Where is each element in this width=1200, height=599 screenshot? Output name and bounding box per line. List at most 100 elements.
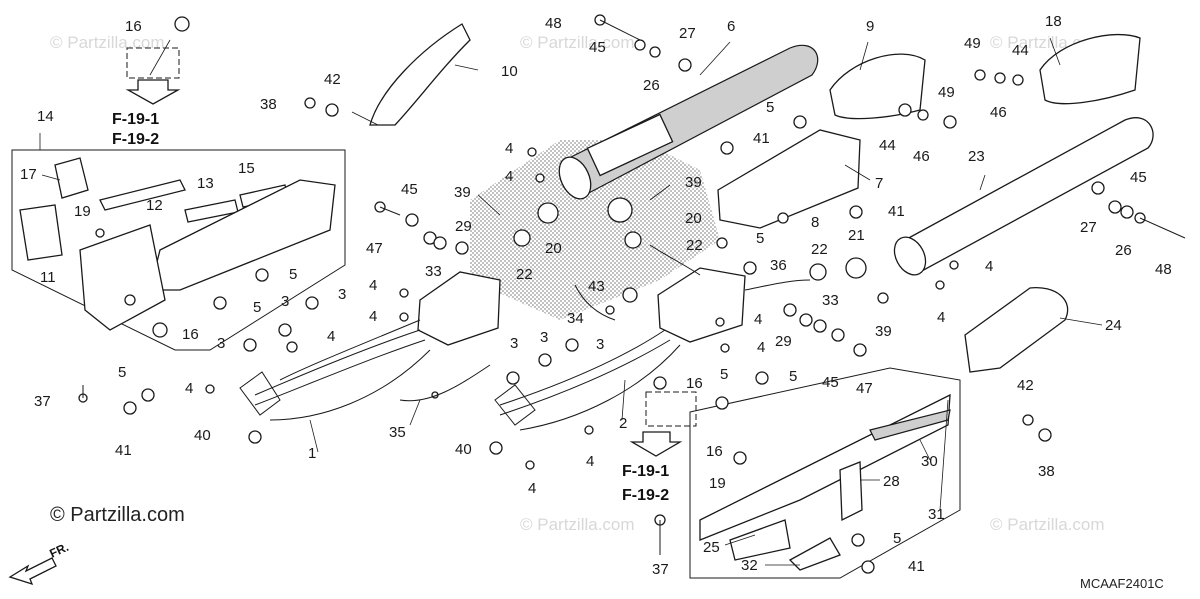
- callout-46[interactable]: 46: [913, 148, 930, 165]
- callout-4[interactable]: 4: [586, 453, 594, 470]
- callout-5[interactable]: 5: [118, 364, 126, 381]
- callout-47[interactable]: 47: [366, 240, 383, 257]
- callout-29[interactable]: 29: [455, 218, 472, 235]
- callout-4[interactable]: 4: [369, 308, 377, 325]
- callout-5[interactable]: 5: [253, 299, 261, 316]
- callout-16[interactable]: 16: [182, 326, 199, 343]
- callout-20[interactable]: 20: [545, 240, 562, 257]
- callout-3[interactable]: 3: [217, 335, 225, 352]
- callout-16[interactable]: 16: [686, 375, 703, 392]
- callout-42[interactable]: 42: [324, 71, 341, 88]
- callout-6[interactable]: 6: [727, 18, 735, 35]
- callout-39[interactable]: 39: [454, 184, 471, 201]
- callout-37[interactable]: 37: [34, 393, 51, 410]
- callout-19[interactable]: 19: [709, 475, 726, 492]
- reference-f19-2-top[interactable]: F-19-2: [112, 131, 159, 148]
- callout-4[interactable]: 4: [327, 328, 335, 345]
- callout-5[interactable]: 5: [766, 99, 774, 116]
- callout-8[interactable]: 8: [811, 214, 819, 231]
- callout-4[interactable]: 4: [505, 168, 513, 185]
- callout-28[interactable]: 28: [883, 473, 900, 490]
- callout-3[interactable]: 3: [510, 335, 518, 352]
- callout-29[interactable]: 29: [775, 333, 792, 350]
- callout-45[interactable]: 45: [1130, 169, 1147, 186]
- callout-4[interactable]: 4: [528, 480, 536, 497]
- callout-5[interactable]: 5: [720, 366, 728, 383]
- callout-48[interactable]: 48: [1155, 261, 1172, 278]
- callout-37[interactable]: 37: [652, 561, 669, 578]
- callout-5[interactable]: 5: [789, 368, 797, 385]
- callout-3[interactable]: 3: [596, 336, 604, 353]
- callout-5[interactable]: 5: [756, 230, 764, 247]
- callout-9[interactable]: 9: [866, 18, 874, 35]
- callout-45[interactable]: 45: [589, 39, 606, 56]
- callout-10[interactable]: 10: [501, 63, 518, 80]
- callout-3[interactable]: 3: [338, 286, 346, 303]
- callout-42[interactable]: 42: [1017, 377, 1034, 394]
- reference-bottom[interactable]: F-19-1 F-19-2: [622, 391, 697, 504]
- callout-26[interactable]: 26: [1115, 242, 1132, 259]
- callout-7[interactable]: 7: [875, 175, 883, 192]
- callout-27[interactable]: 27: [679, 25, 696, 42]
- callout-31[interactable]: 31: [928, 506, 945, 523]
- callout-41[interactable]: 41: [888, 203, 905, 220]
- callout-4[interactable]: 4: [754, 311, 762, 328]
- callout-32[interactable]: 32: [741, 557, 758, 574]
- callout-27[interactable]: 27: [1080, 219, 1097, 236]
- callout-24[interactable]: 24: [1105, 317, 1122, 334]
- callout-39[interactable]: 39: [685, 174, 702, 191]
- reference-f19-1-top[interactable]: F-19-1: [112, 111, 159, 128]
- callout-41[interactable]: 41: [753, 130, 770, 147]
- callout-16[interactable]: 16: [125, 18, 142, 35]
- callout-18[interactable]: 18: [1045, 13, 1062, 30]
- callout-26[interactable]: 26: [643, 77, 660, 94]
- callout-20[interactable]: 20: [685, 210, 702, 227]
- callout-49[interactable]: 49: [938, 84, 955, 101]
- callout-22[interactable]: 22: [811, 241, 828, 258]
- callout-4[interactable]: 4: [937, 309, 945, 326]
- callout-5[interactable]: 5: [289, 266, 297, 283]
- callout-45[interactable]: 45: [822, 374, 839, 391]
- callout-34[interactable]: 34: [567, 310, 584, 327]
- callout-49[interactable]: 49: [964, 35, 981, 52]
- callout-30[interactable]: 30: [921, 453, 938, 470]
- callout-47[interactable]: 47: [856, 380, 873, 397]
- callout-12[interactable]: 12: [146, 197, 163, 214]
- reference-f19-2-bottom[interactable]: F-19-2: [622, 487, 669, 504]
- callout-44[interactable]: 44: [879, 137, 896, 154]
- callout-17[interactable]: 17: [20, 166, 37, 183]
- callout-23[interactable]: 23: [968, 148, 985, 165]
- callout-41[interactable]: 41: [908, 558, 925, 575]
- callout-4[interactable]: 4: [369, 277, 377, 294]
- callout-40[interactable]: 40: [194, 427, 211, 444]
- callout-33[interactable]: 33: [822, 292, 839, 309]
- reference-top[interactable]: F-19-1 F-19-2: [112, 47, 181, 148]
- reference-f19-1-bottom[interactable]: F-19-1: [622, 463, 669, 480]
- callout-38[interactable]: 38: [260, 96, 277, 113]
- callout-19[interactable]: 19: [74, 203, 91, 220]
- callout-35[interactable]: 35: [389, 424, 406, 441]
- callout-4[interactable]: 4: [985, 258, 993, 275]
- callout-40[interactable]: 40: [455, 441, 472, 458]
- callout-4[interactable]: 4: [505, 140, 513, 157]
- callout-13[interactable]: 13: [197, 175, 214, 192]
- callout-39[interactable]: 39: [875, 323, 892, 340]
- callout-3[interactable]: 3: [540, 329, 548, 346]
- callout-43[interactable]: 43: [588, 278, 605, 295]
- callout-22[interactable]: 22: [686, 237, 703, 254]
- callout-46[interactable]: 46: [990, 104, 1007, 121]
- callout-45[interactable]: 45: [401, 181, 418, 198]
- callout-4[interactable]: 4: [757, 339, 765, 356]
- callout-16[interactable]: 16: [706, 443, 723, 460]
- callout-5[interactable]: 5: [893, 530, 901, 547]
- callout-48[interactable]: 48: [545, 15, 562, 32]
- callout-36[interactable]: 36: [770, 257, 787, 274]
- callout-11[interactable]: 11: [40, 269, 56, 286]
- callout-4[interactable]: 4: [185, 380, 193, 397]
- callout-33[interactable]: 33: [425, 263, 442, 280]
- callout-1[interactable]: 1: [308, 445, 316, 462]
- callout-22[interactable]: 22: [516, 266, 533, 283]
- callout-44[interactable]: 44: [1012, 42, 1029, 59]
- callout-3[interactable]: 3: [281, 293, 289, 310]
- callout-21[interactable]: 21: [848, 227, 865, 244]
